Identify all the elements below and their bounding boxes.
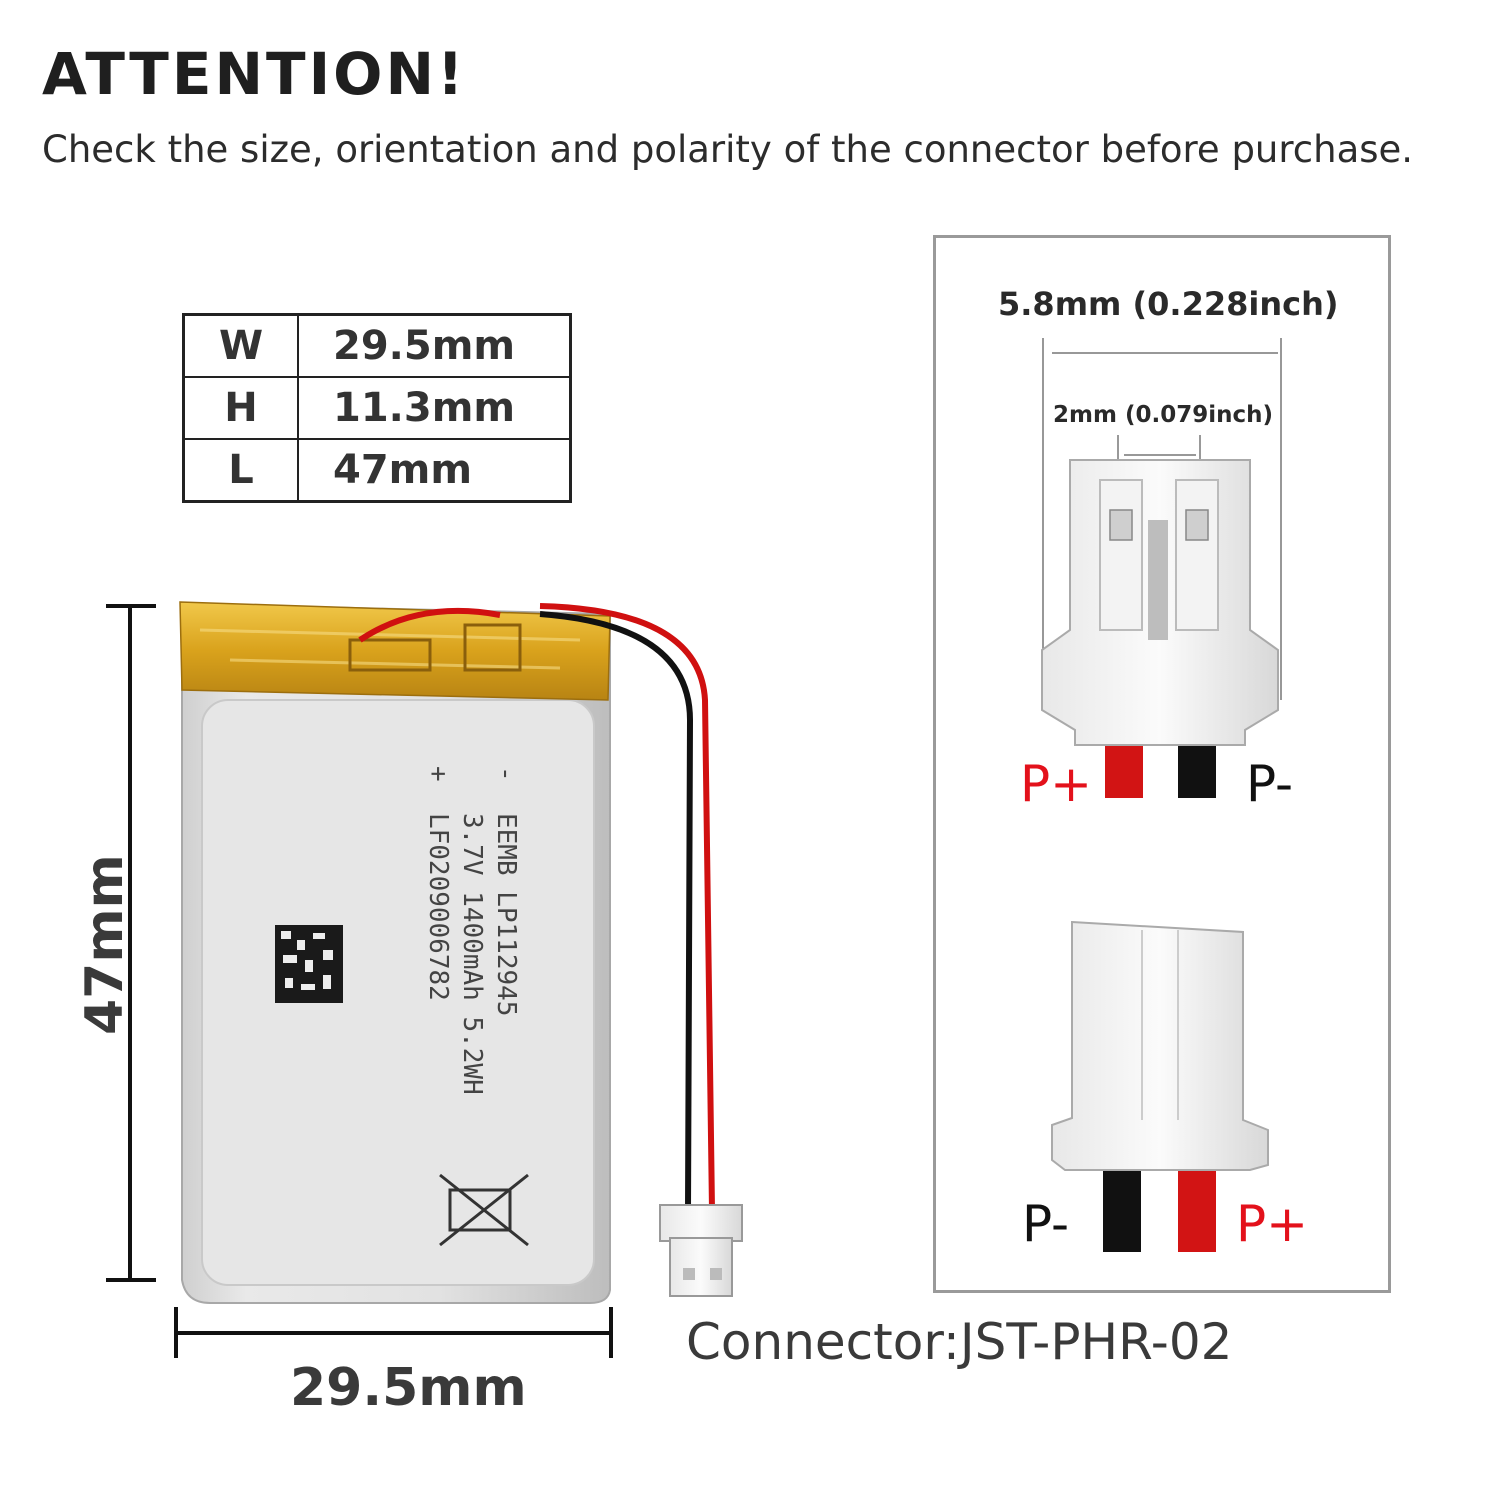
dimensions-table: W 29.5mm H 11.3mm L 47mm [182, 313, 572, 503]
dimension-value: 29.5mm [297, 313, 571, 378]
connector-detail-box [933, 235, 1391, 1293]
battery-body [179, 601, 611, 1304]
battery-width-label: 29.5mm [290, 1358, 527, 1418]
dimension-key: L [182, 438, 299, 503]
battery-label-line: + LF0209006782 [423, 766, 453, 1001]
table-row: W 29.5mm [182, 313, 571, 378]
dimension-key: H [182, 376, 299, 440]
battery-wires [358, 603, 715, 1211]
dimension-key: W [182, 313, 299, 378]
weee-bin-icon [439, 1173, 529, 1247]
top-positive-label: P+ [1020, 755, 1093, 813]
battery-plug [659, 1204, 743, 1297]
battery-label-text: - EEMB LP112945 3.7V 1400mAh 5.2WH+ LF02… [421, 766, 523, 1126]
connector-width-label: 5.8mm (0.228inch) [998, 285, 1339, 323]
attention-title: ATTENTION! [42, 40, 467, 108]
connector-type-label: Connector:JST-PHR-02 [686, 1313, 1233, 1371]
width-dimension-line [174, 1307, 613, 1358]
battery-label-line: 3.7V 1400mAh 5.2WH [457, 766, 487, 1095]
connector-pitch-label: 2mm (0.079inch) [1053, 402, 1273, 428]
connector-top-view [1041, 338, 1282, 798]
bottom-positive-label: P+ [1236, 1195, 1309, 1253]
dimension-value: 47mm [297, 438, 571, 503]
connector-side-view [1051, 920, 1269, 1252]
height-dimension-line [106, 604, 156, 1282]
bottom-negative-label: P- [1022, 1195, 1070, 1253]
attention-subtitle: Check the size, orientation and polarity… [42, 128, 1414, 171]
table-row: H 11.3mm [182, 376, 571, 440]
dimension-value: 11.3mm [297, 376, 571, 440]
top-negative-label: P- [1246, 755, 1294, 813]
battery-label-line: - EEMB LP112945 [491, 766, 521, 1017]
qr-code-icon [275, 925, 343, 1003]
battery-height-label: 47mm [75, 854, 135, 1035]
table-row: L 47mm [182, 438, 571, 503]
